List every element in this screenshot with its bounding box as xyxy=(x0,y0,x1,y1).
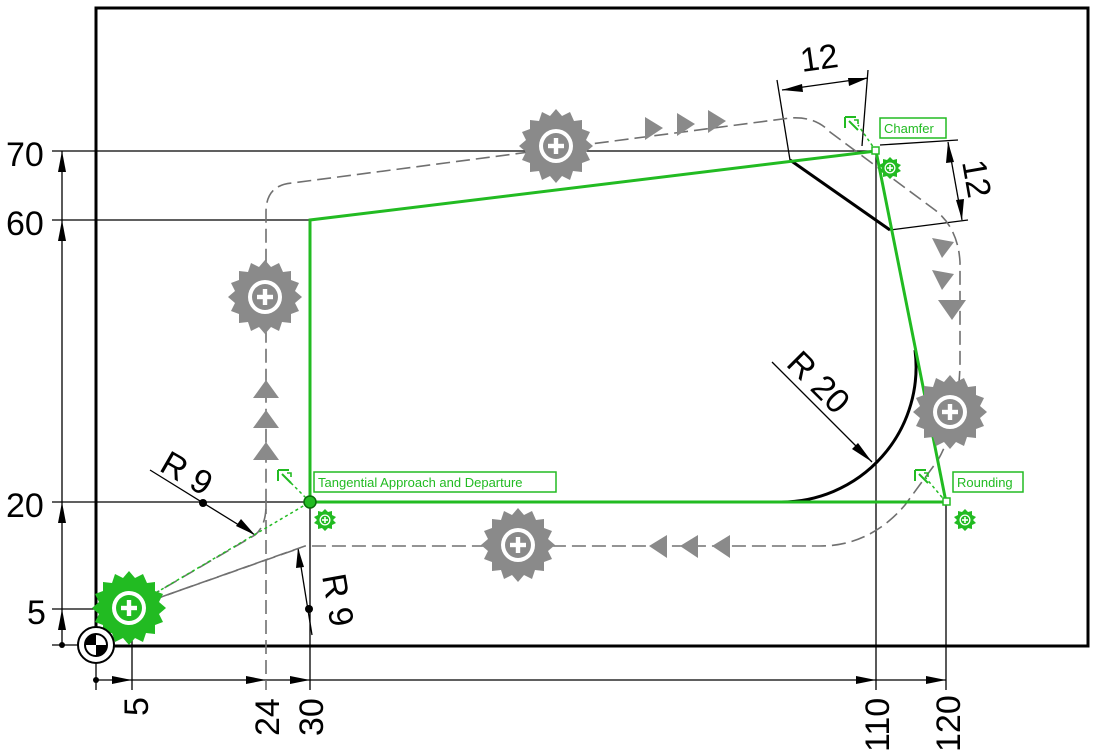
dim-x-110: 110 xyxy=(859,698,897,752)
dim-y-60: 60 xyxy=(6,205,44,243)
dim-x-30: 30 xyxy=(293,698,331,736)
dim-r9-right: R 9 xyxy=(314,571,361,630)
milling-cutter-icon-right xyxy=(913,375,987,449)
dim-x-120: 120 xyxy=(930,695,968,752)
dim-r9-left: R 9 xyxy=(154,444,219,503)
chamfer-point xyxy=(871,146,880,155)
dim-x-24: 24 xyxy=(249,698,287,736)
rounding-point xyxy=(942,497,951,506)
start-point xyxy=(303,495,317,509)
dim-r20: R 20 xyxy=(779,344,857,422)
dim-x-5: 5 xyxy=(118,697,156,716)
small-cutter-icon-rounding xyxy=(954,509,976,531)
dim-chamfer-horizontal: 12 xyxy=(798,37,841,80)
dim-y-20: 20 xyxy=(6,487,44,525)
milling-cutter-icon-top xyxy=(519,109,593,183)
direction-arrows xyxy=(253,110,966,558)
tangential-label: Tangential Approach and Departure xyxy=(318,475,523,490)
approach-point-icon-chamfer xyxy=(844,116,859,131)
dimension-arrows xyxy=(58,78,964,684)
tangential-label-box xyxy=(313,471,557,493)
origin-icon xyxy=(77,626,115,664)
corner-features xyxy=(779,158,918,504)
approach-point-icon-start xyxy=(277,469,292,484)
dim-y-70: 70 xyxy=(6,136,44,174)
chamfer-label: Chamfer xyxy=(884,121,935,136)
milling-cutter-icon-left xyxy=(228,260,302,334)
rounding-label-box xyxy=(952,471,1024,493)
small-cutter-icon-start xyxy=(314,509,336,531)
dim-y-5: 5 xyxy=(27,594,46,632)
dim-chamfer-vertical: 12 xyxy=(954,157,998,201)
workpiece-frame xyxy=(94,6,1090,648)
rounding-label: Rounding xyxy=(957,475,1013,490)
chamfer-label-box xyxy=(879,117,947,139)
milling-cutter-icon-bottom xyxy=(481,508,555,582)
